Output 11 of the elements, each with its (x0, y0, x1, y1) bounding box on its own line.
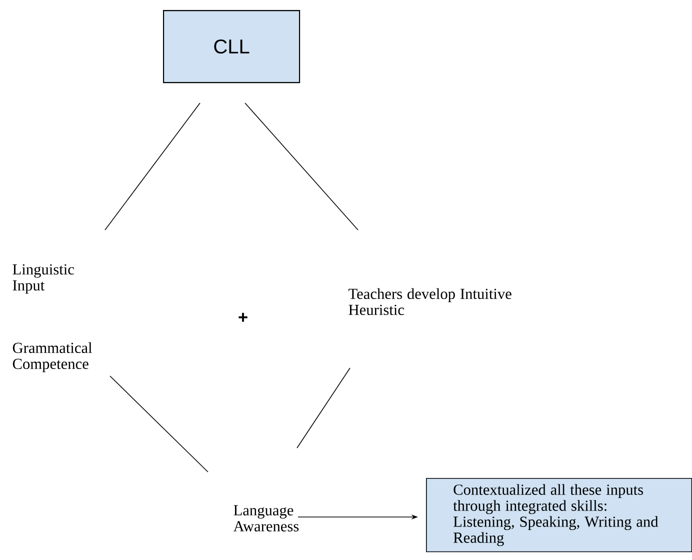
connector-line (244, 102, 358, 230)
connector-line (104, 102, 200, 230)
connector-line (296, 368, 350, 448)
concept-box: CLL (163, 10, 300, 84)
note-box: Contextualized all these inputs through integrated skills: Listening, Speaking, Writing and Reading (426, 478, 692, 552)
plus-sign: + (238, 312, 248, 322)
connector-line (110, 376, 208, 472)
node-text: Teachers develop Intuitive Heuristic (348, 288, 512, 316)
node-text: Grammatical Competence (12, 342, 92, 372)
node-text: Language Awareness (233, 505, 299, 532)
node-text: Linguistic Input (12, 264, 74, 294)
